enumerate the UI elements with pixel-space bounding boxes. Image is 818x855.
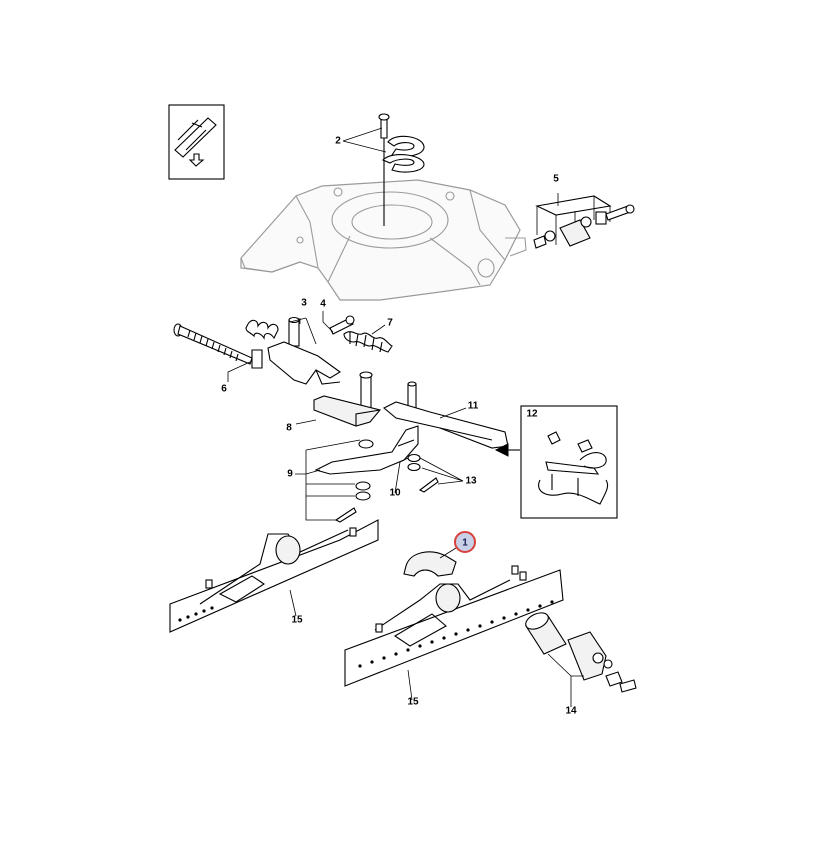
part-4-bolt: [329, 315, 355, 335]
part-10-link-bar: [314, 425, 419, 475]
callout-8: 8: [286, 423, 292, 434]
part-15-left-mounting-bracket: [169, 519, 379, 633]
direction-of-travel-icon: [168, 104, 225, 180]
part-14-bushing-assembly: [525, 612, 637, 693]
callout-14: 14: [565, 706, 577, 717]
callout-4: 4: [320, 299, 326, 310]
callout-10: 10: [389, 488, 401, 499]
part-12-inset-detail: [494, 405, 618, 519]
part-3-spring-and-pin: [245, 316, 341, 385]
callout-6: 6: [221, 384, 227, 395]
part-9-washers: [334, 481, 371, 523]
part-1-saddle-block: [403, 551, 457, 577]
callout-5: 5: [553, 174, 559, 185]
leader-lines: [227, 127, 584, 707]
part-8-lever: [313, 371, 381, 449]
part-7-spring: [343, 331, 393, 353]
callout-13: 13: [465, 476, 477, 487]
callout-15-right: 15: [407, 697, 419, 708]
callout-2: 2: [335, 136, 341, 147]
fifth-wheel-plate: [240, 124, 527, 301]
callout-15-left: 15: [291, 615, 303, 626]
callout-1[interactable]: 1: [462, 538, 468, 549]
callout-7: 7: [387, 318, 393, 329]
callout-11: 11: [468, 401, 479, 412]
callout-9: 9: [287, 469, 293, 480]
part-6-threaded-rod: [173, 323, 263, 369]
part-5-bolt-assembly: [533, 195, 635, 249]
highlight-ring[interactable]: [454, 531, 476, 553]
part-15-right-mounting-bracket: [344, 565, 564, 687]
callout-12: 12: [526, 409, 538, 420]
callout-labels: 1 2 3 4 5 6 7 8 9 10 11 12 13 14 15 15: [221, 136, 577, 717]
highlighted-callout-marker[interactable]: [454, 531, 476, 553]
part-13-washers: [407, 453, 439, 493]
part-2-lock-ring: [378, 113, 425, 173]
callout-3: 3: [301, 298, 307, 309]
